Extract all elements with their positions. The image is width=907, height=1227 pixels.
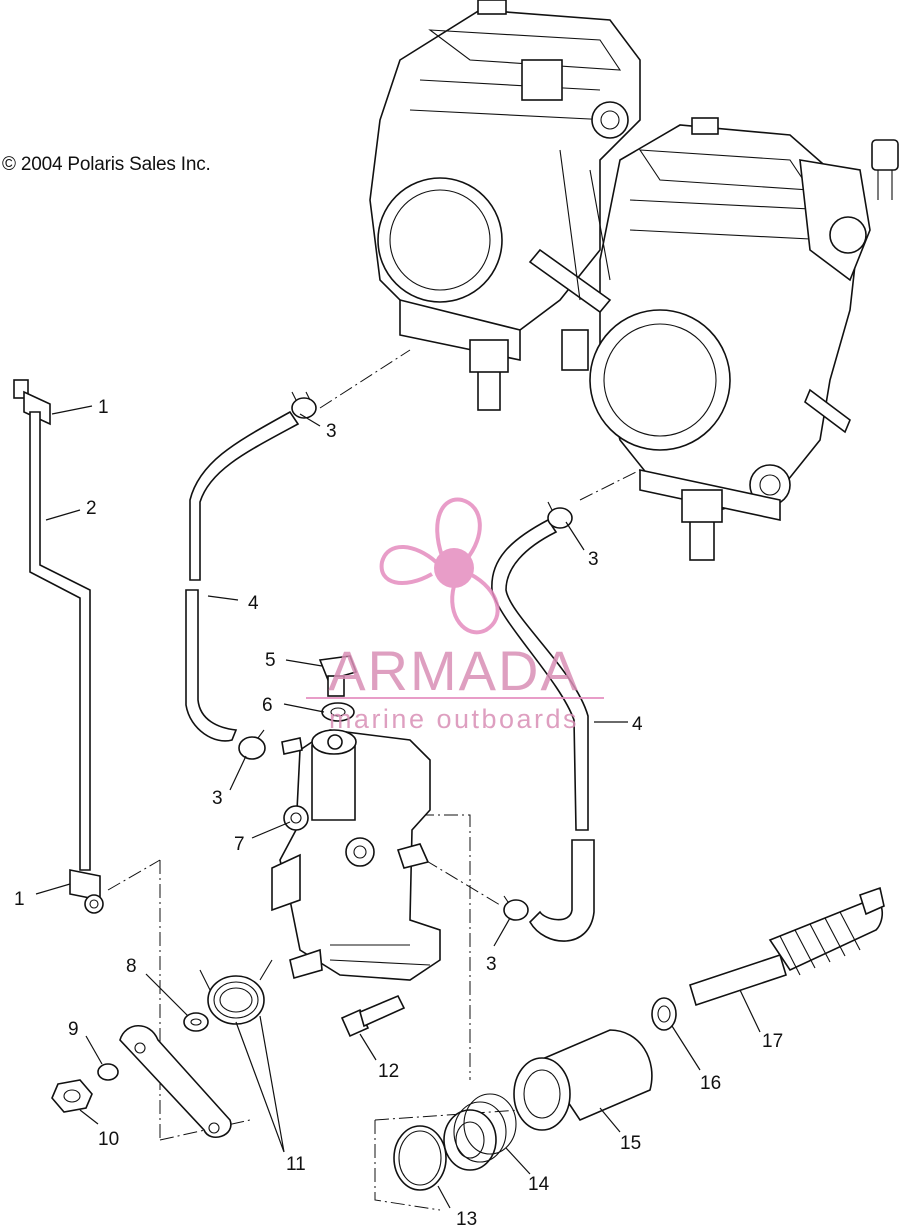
callout-11: 11 [286,1154,306,1175]
callout-7: 7 [234,834,245,855]
watermark-brand: ARMADA [328,639,580,702]
callout-9: 9 [68,1019,79,1040]
callout-8: 8 [126,956,137,977]
torsion-spring [199,959,273,1025]
cable-assembly [13,379,104,914]
copyright-notice: © 2004 Polaris Sales Inc. [2,154,211,175]
callout-numbers: 1 1 2 3 3 3 3 4 4 5 6 7 8 9 10 11 12 13 … [14,397,783,1227]
propeller-logo-icon [379,497,500,635]
thrust-washer [651,997,677,1031]
assembly-lines [107,349,641,1211]
drive-shaft [689,886,885,1007]
fitting-bolt [318,655,358,697]
callout-14: 14 [528,1174,550,1195]
callout-12: 12 [378,1061,399,1082]
lock-washer [97,1063,119,1081]
callout-10: 10 [98,1129,119,1150]
fuel-line-right [491,518,595,942]
callout-15: 15 [620,1133,641,1154]
o-ring [393,1125,447,1191]
callout-3d: 3 [486,954,497,975]
pump-screw [340,994,406,1038]
coupler-sleeve [513,1029,653,1131]
callout-17: 17 [762,1031,783,1052]
hex-nut [51,1079,93,1113]
armada-watermark: ARMADA marine outboards [306,497,604,734]
coupler-spring [443,1093,517,1171]
callout-6: 6 [262,695,273,716]
hose-clamp-top-left [291,391,317,419]
hose-clamp-mid [238,729,266,760]
callout-4a: 4 [248,593,259,614]
callout-5: 5 [265,650,276,671]
throttle-lever [119,1025,232,1139]
fuel-pump [271,729,441,981]
callout-3b: 3 [588,549,599,570]
fuel-line-left [185,410,300,742]
callout-4b: 4 [632,714,643,735]
sealing-washer [321,702,355,722]
hose-clamp-low [503,895,529,921]
callout-13: 13 [456,1209,477,1227]
callout-3c: 3 [212,788,223,809]
callout-16: 16 [700,1073,721,1094]
carburetor-assembly [369,0,899,561]
watermark-tagline: marine outboards [329,704,579,734]
spring-washer [183,1012,209,1032]
leader-lines [35,405,761,1209]
callout-1a: 1 [98,397,109,418]
hose-clamp-top-right [547,501,573,529]
callout-2: 2 [86,498,97,519]
callout-1b: 1 [14,889,25,910]
callout-3a: 3 [326,421,337,442]
